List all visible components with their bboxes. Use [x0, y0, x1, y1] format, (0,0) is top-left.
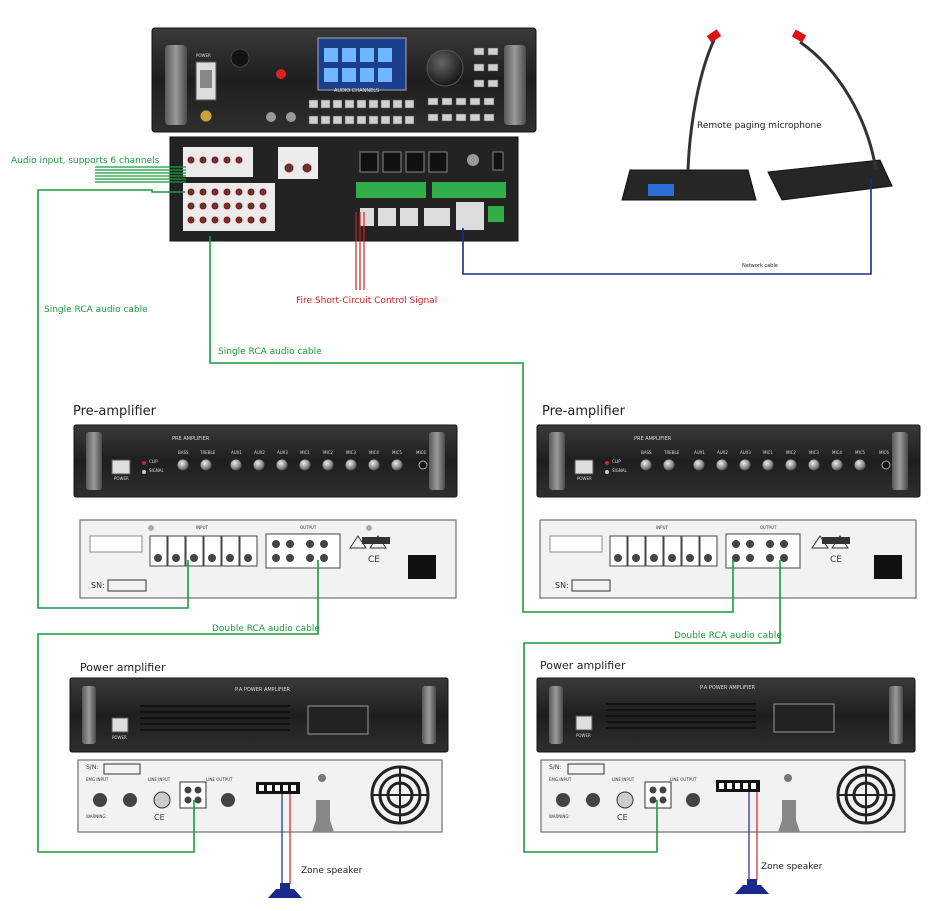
preamp-left-rear-input: INPUT [196, 525, 208, 530]
power-amp-left-power: POWER [112, 735, 127, 740]
power-amp-left-emg-input: EMG INPUT [86, 777, 109, 782]
preamp-right-sn: SN: [555, 581, 569, 590]
power-amp-right-title: Power amplifier [540, 659, 626, 672]
zone-speaker-label-left: Zone speaker [301, 866, 363, 876]
power-amp-right-ce: CE [617, 813, 628, 822]
knob-label: MIC1 [300, 450, 310, 455]
knob-label: MIC4 [832, 450, 842, 455]
power-amp-left-line-output: LINE OUTPUT [206, 777, 233, 782]
preamp-left-ce: CE [368, 555, 380, 565]
main-unit-front [151, 27, 537, 133]
power-amp-left-title: Power amplifier [80, 661, 166, 674]
power-amp-right-warning: WARNING: [549, 814, 570, 819]
knob-label: BASS [641, 450, 652, 455]
paging-microphone-right [767, 29, 893, 201]
knob-label: AUX3 [740, 450, 751, 455]
preamp-right-front [536, 424, 921, 498]
knob-label: BASS [178, 450, 189, 455]
knob-label: TREBLE [200, 450, 216, 455]
knob-label: MIC3 [809, 450, 819, 455]
power-amp-right-sn: S/N: [549, 764, 562, 771]
preamp-right-rear-output: OUTPUT [760, 525, 777, 530]
knob-label: MIC2 [786, 450, 796, 455]
knob-label: AUX3 [277, 450, 288, 455]
power-amp-right-front [536, 677, 916, 753]
knob-label: AUX1 [694, 450, 705, 455]
preamp-left-signal: SIGNAL [149, 468, 164, 473]
knob-label: AUX2 [717, 450, 728, 455]
preamp-right-rear [539, 519, 917, 599]
preamp-right-panel-title: PRE AMPLIFIER [634, 436, 672, 442]
preamp-left-rear [79, 519, 457, 599]
preamp-left-rear-output: OUTPUT [300, 525, 317, 530]
knob-label: MIC1 [763, 450, 773, 455]
power-amp-left-panel-title: P.A POWER AMPLIFIER [235, 687, 290, 693]
remote-mic-label: Remote paging microphone [697, 121, 822, 131]
power-amp-right-line-input: LINE INPUT [612, 777, 635, 782]
preamp-right-ce: CE [830, 555, 842, 565]
double-rca-label-right: Double RCA audio cable [674, 631, 782, 641]
preamp-left-title: Pre-amplifier [73, 404, 156, 419]
double-rca-label-left: Double RCA audio cable [212, 624, 320, 634]
knob-label: AUX1 [231, 450, 242, 455]
preamp-left-front [73, 424, 458, 498]
knob-label: AUX2 [254, 450, 265, 455]
power-amp-left-warning: WARNING: [86, 814, 107, 819]
power-amp-right-line-output: LINE OUTPUT [670, 777, 697, 782]
main-power-text: POWER [196, 53, 211, 58]
power-amp-left-sn: S/N: [86, 764, 99, 771]
knob-label: MIC6 [416, 450, 426, 455]
knob-label: TREBLE [664, 450, 680, 455]
preamp-left-sn: SN: [91, 581, 105, 590]
preamp-left-panel-title: PRE AMPLIFIER [172, 436, 210, 442]
power-amp-right-panel-title: P.A POWER AMPLIFIER [700, 685, 755, 691]
paging-microphone-left [621, 29, 757, 201]
power-amp-right-power: POWER [576, 733, 591, 738]
power-amp-left-ce: CE [154, 813, 165, 822]
power-amp-left-rear [77, 759, 443, 833]
power-amp-left-line-input: LINE INPUT [148, 777, 171, 782]
single-rca-label-right: Single RCA audio cable [218, 347, 322, 357]
knob-label: MIC5 [855, 450, 865, 455]
zone-speaker-left [268, 883, 302, 898]
main-unit-rear [169, 136, 519, 242]
power-amp-right-rear [540, 759, 906, 833]
preamp-right-rear-input: INPUT [656, 525, 668, 530]
preamp-left-power: POWER [114, 476, 129, 481]
knob-label: MIC2 [323, 450, 333, 455]
knob-label: MIC5 [392, 450, 402, 455]
main-audio-channels-text: AUDIO CHANNELS [334, 88, 380, 94]
power-amp-left-front [69, 677, 449, 753]
fire-signal-label: Fire Short-Circuit Control Signal [296, 296, 438, 306]
network-cable-label: Network cable [742, 263, 778, 269]
knob-label: MIC3 [346, 450, 356, 455]
power-amp-right-emg-input: EMG INPUT [549, 777, 572, 782]
preamp-right-clip: CLIP [612, 459, 621, 464]
knob-label: MIC4 [369, 450, 379, 455]
audio-input-label: Audio input, supports 6 channels [11, 156, 160, 166]
preamp-right-title: Pre-amplifier [542, 404, 625, 419]
cables [37, 166, 872, 884]
zone-speaker-right [735, 879, 769, 894]
preamp-left-clip: CLIP [149, 459, 158, 464]
preamp-right-signal: SIGNAL [612, 468, 627, 473]
knob-label: MIC6 [879, 450, 889, 455]
preamp-right-power: POWER [577, 476, 592, 481]
single-rca-label-left: Single RCA audio cable [44, 305, 148, 315]
zone-speaker-label-right: Zone speaker [761, 862, 823, 872]
